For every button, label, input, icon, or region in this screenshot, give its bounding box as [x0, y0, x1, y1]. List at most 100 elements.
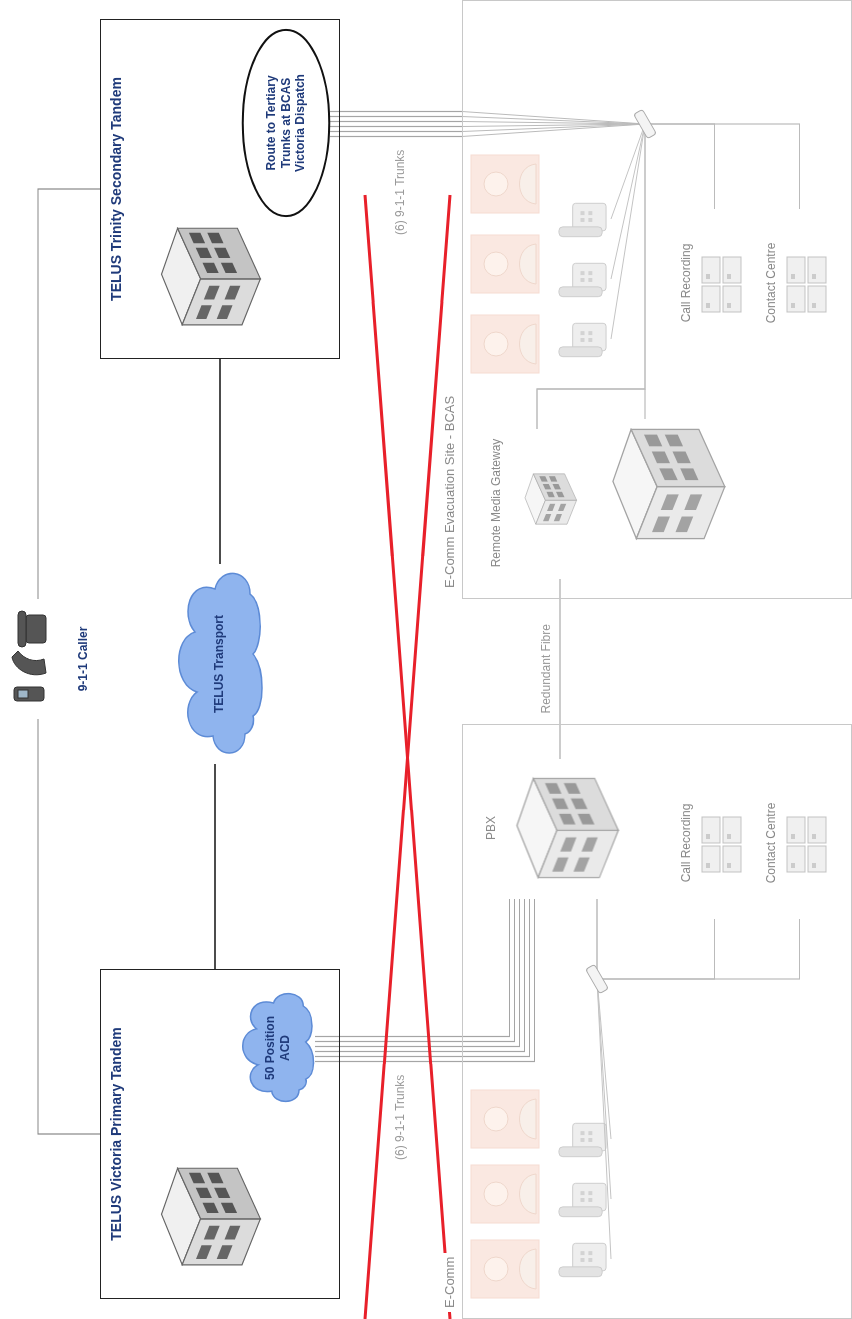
node-label: TELUS Transport — [212, 615, 226, 713]
connector-line — [315, 899, 515, 1042]
caller-phones — [26, 615, 46, 643]
node-label: Contact Centre — [763, 208, 779, 358]
node-label: 50 Position ACD — [263, 1010, 292, 1086]
connector-line — [315, 899, 520, 1047]
connector-line — [315, 899, 530, 1057]
equipment-node: PBX — [483, 758, 633, 898]
node-title: TELUS Trinity Secondary Tandem — [101, 20, 124, 358]
cloud-outline — [243, 994, 314, 1102]
connector — [537, 124, 800, 429]
agent-icon — [471, 315, 539, 373]
shape-text-area: 50 Position ACD — [231, 988, 316, 1108]
connector-label: Redundant Fibre — [538, 620, 554, 717]
phone-wire — [597, 979, 611, 1259]
connector — [38, 719, 100, 1134]
connector-line — [330, 131, 462, 132]
gateway-icon — [525, 474, 577, 524]
cloud-outline — [179, 573, 262, 753]
connector-line — [330, 136, 462, 137]
agent-icon — [471, 1240, 539, 1298]
site-region: E-CommPBXCall RecordingContact Centre — [462, 724, 852, 1319]
connector-line — [330, 121, 462, 122]
shape-text-area: Route to Tertiary Trunks at BCAS Victori… — [241, 28, 331, 218]
equipment-node: Call Recording — [678, 208, 753, 358]
agent-icon — [471, 1165, 539, 1223]
phone-icon — [559, 323, 606, 356]
routing-ellipse: Route to Tertiary Trunks at BCAS Victori… — [241, 28, 331, 218]
caller-phones — [14, 687, 44, 701]
equipment-node: Remote Media Gateway — [488, 428, 588, 578]
phone-wire — [597, 979, 611, 1139]
server-icon — [787, 257, 826, 312]
equipment-node: Contact Centre — [763, 208, 838, 358]
connector-line — [559, 579, 561, 759]
connector-label: (6) 9-1-1 Trunks — [392, 1071, 408, 1164]
network-cloud: 50 Position ACD — [231, 988, 316, 1108]
caller-phones — [12, 651, 46, 675]
agent-icon — [471, 235, 539, 293]
server-icon — [787, 817, 826, 872]
trunk-wire — [462, 124, 645, 132]
phone-icon — [559, 1183, 606, 1216]
agent-icon — [471, 155, 539, 213]
caller-phones — [12, 611, 46, 701]
site-label: E-Comm — [442, 1253, 457, 1312]
phone-wire — [611, 124, 645, 219]
connector-label: (6) 9-1-1 Trunks — [392, 146, 408, 239]
node-title: TELUS Victoria Primary Tandem — [101, 970, 124, 1298]
connector — [560, 579, 561, 759]
connector-line — [537, 124, 715, 429]
phone-icon — [559, 263, 606, 296]
tandem-switch-icon — [162, 1168, 261, 1265]
connector-line — [315, 899, 510, 1037]
node-label: Contact Centre — [763, 768, 779, 918]
site-label: E-Comm Evacuation Site - BCAS — [442, 392, 457, 592]
caller-text-area: 9-1-1 Caller — [76, 599, 90, 719]
caller-label: 9-1-1 Caller — [8, 599, 90, 719]
connector-line — [597, 899, 715, 979]
phone-wire — [611, 124, 645, 339]
evacuation-site-equipment — [471, 155, 826, 539]
caller-phones — [18, 611, 26, 647]
connector — [330, 112, 462, 137]
connector — [38, 189, 100, 599]
connector-line — [38, 189, 100, 599]
tandem-switch-icon — [162, 228, 261, 325]
phone-icon — [559, 1243, 606, 1276]
connector-line — [597, 899, 800, 979]
shape-text-area: TELUS Transport — [165, 564, 265, 764]
node-label: Call Recording — [678, 768, 694, 918]
connector-line — [537, 124, 800, 429]
pbx-icon — [517, 778, 618, 877]
connector-line — [330, 116, 462, 117]
agent-icon — [471, 1090, 539, 1148]
equipment-node: Call Recording — [678, 768, 753, 918]
red-cross-line — [365, 195, 450, 1319]
server-icon — [702, 817, 741, 872]
connector-line — [214, 764, 216, 969]
caller-phones — [18, 690, 28, 698]
connector-line — [330, 126, 462, 127]
node-label: Route to Tertiary Trunks at BCAS Victori… — [264, 58, 307, 188]
ellipse-outline — [243, 30, 329, 216]
network-switch — [634, 109, 657, 138]
site-wiring — [462, 109, 656, 1259]
connector-line — [330, 111, 462, 112]
connector — [597, 899, 800, 979]
phone-wire — [597, 979, 611, 1199]
trunk-wire — [462, 124, 645, 137]
phone-icon — [559, 203, 606, 236]
trunk-wire — [462, 124, 645, 127]
tandem-box: TELUS Victoria Primary Tandem 50 Position… — [100, 969, 340, 1299]
connector-line — [219, 359, 221, 564]
connector — [597, 899, 715, 979]
server-wire — [644, 389, 645, 419]
pbx-icon — [613, 429, 725, 538]
network-switch — [586, 964, 609, 993]
connector — [220, 359, 221, 564]
site-region: E-Comm Evacuation Site - BCASRemote Medi… — [462, 0, 852, 599]
connector — [537, 124, 715, 429]
